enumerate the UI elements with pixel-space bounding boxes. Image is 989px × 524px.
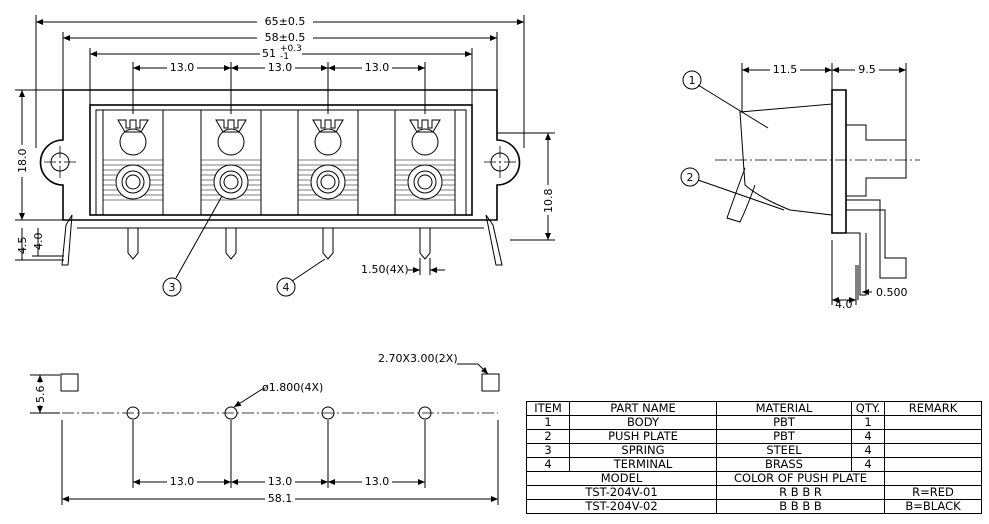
bom-cell: 4 [526, 457, 570, 472]
table-row: 4 TERMINAL BRASS 4 [526, 457, 982, 472]
dim-pin-len-a: 4.5 [16, 237, 29, 255]
bom-model-header: MODEL [526, 471, 717, 486]
balloon-2: 2 [687, 171, 694, 184]
bom-cell: 1 [526, 415, 570, 430]
bom-cell: STEEL [716, 443, 852, 458]
dim-inner-tol-plus: +0.3 [280, 44, 302, 54]
dim-pin-hole: ø1.800(4X) [262, 381, 323, 394]
balloon-1: 1 [689, 74, 696, 87]
dim-hole-size: 2.70X3.00(2X) [378, 352, 458, 365]
bom-header-item: ITEM [526, 401, 570, 416]
bom-cell: PBT [716, 429, 852, 444]
bom-cell [884, 443, 982, 458]
dim-pin-width: 1.50(4X) [361, 263, 409, 276]
dim-pcb-pitch-2: 13.0 [268, 475, 293, 488]
front-view: 65±0.5 58±0.5 51 +0.3 -1 13.0 13.0 13.0 [15, 15, 555, 297]
dim-inner-width: 51 [262, 47, 276, 60]
bom-model-header-row: MODEL COLOR OF PUSH PLATE [526, 471, 982, 486]
bom-cell [884, 457, 982, 472]
bom-cell: BRASS [716, 457, 852, 472]
table-row: TST-204V-01 R B B R R=RED [526, 485, 982, 500]
dim-overall-width: 65±0.5 [265, 15, 306, 28]
bom-header-row: ITEM PART NAME MATERIAL QTY. REMARK [526, 401, 982, 416]
dim-side-a: 11.5 [773, 63, 798, 76]
balloon-4: 4 [283, 281, 290, 294]
bom-header-material: MATERIAL [716, 401, 852, 416]
table-row: 3 SPRING STEEL 4 [526, 443, 982, 458]
bom-cell: BODY [569, 415, 717, 430]
dim-pcb-pitch-3: 13.0 [365, 475, 390, 488]
bom-color-header: COLOR OF PUSH PLATE [716, 471, 885, 486]
bom-color-cell: R B B R [716, 485, 885, 500]
table-row: 2 PUSH PLATE PBT 4 [526, 429, 982, 444]
table-row: 1 BODY PBT 1 [526, 415, 982, 430]
dim-pitch-1: 13.0 [170, 61, 195, 74]
pcb-layout: 5.6 2.70X3.00(2X) ø1.800(4X) 13.0 13.0 1… [30, 352, 500, 505]
bom-cell [884, 471, 982, 486]
balloon-3: 3 [169, 281, 176, 294]
dim-side-pin: 4.0 [835, 298, 853, 311]
dim-pcb-total: 58.1 [268, 492, 293, 505]
bom-cell [884, 415, 982, 430]
bom-cell: SPRING [569, 443, 717, 458]
bom-cell: PUSH PLATE [569, 429, 717, 444]
bom-header-remark: REMARK [884, 401, 982, 416]
dim-pad-offset: 5.6 [34, 386, 47, 404]
dim-height: 18.0 [16, 149, 29, 174]
bom-cell: 3 [526, 443, 570, 458]
table-row: TST-204V-02 B B B B B=BLACK [526, 499, 982, 514]
bom-cell: TERMINAL [569, 457, 717, 472]
dim-inner-tol-minus: -1 [280, 52, 289, 62]
side-view: 11.5 9.5 4.0 0.500 1 2 [680, 63, 920, 311]
bom-remark-cell: B=BLACK [884, 499, 982, 514]
dim-pitch-3: 13.0 [365, 61, 390, 74]
dim-body-h: 10.8 [542, 189, 555, 214]
dim-pcb-pitch-1: 13.0 [170, 475, 195, 488]
bom-cell [884, 429, 982, 444]
dim-pitch-2: 13.0 [268, 61, 293, 74]
bom-cell: PBT [716, 415, 852, 430]
bom-cell: 4 [851, 443, 885, 458]
terminal-cells [102, 109, 456, 216]
bom-header-name: PART NAME [569, 401, 717, 416]
bom-table: ITEM PART NAME MATERIAL QTY. REMARK 1 BO… [526, 401, 982, 514]
bom-model-cell: TST-204V-02 [526, 499, 717, 514]
bom-color-cell: B B B B [716, 499, 885, 514]
bom-cell: 4 [851, 429, 885, 444]
bom-header-qty: QTY. [851, 401, 885, 416]
bom-cell: 4 [851, 457, 885, 472]
bom-model-cell: TST-204V-01 [526, 485, 717, 500]
dim-side-b: 9.5 [858, 63, 876, 76]
dim-body-width: 58±0.5 [265, 31, 306, 44]
bom-cell: 2 [526, 429, 570, 444]
bom-cell: 1 [851, 415, 885, 430]
dim-side-thk: 0.500 [876, 286, 908, 299]
bom-remark-cell: R=RED [884, 485, 982, 500]
dim-pin-len-b: 4.0 [32, 233, 45, 251]
